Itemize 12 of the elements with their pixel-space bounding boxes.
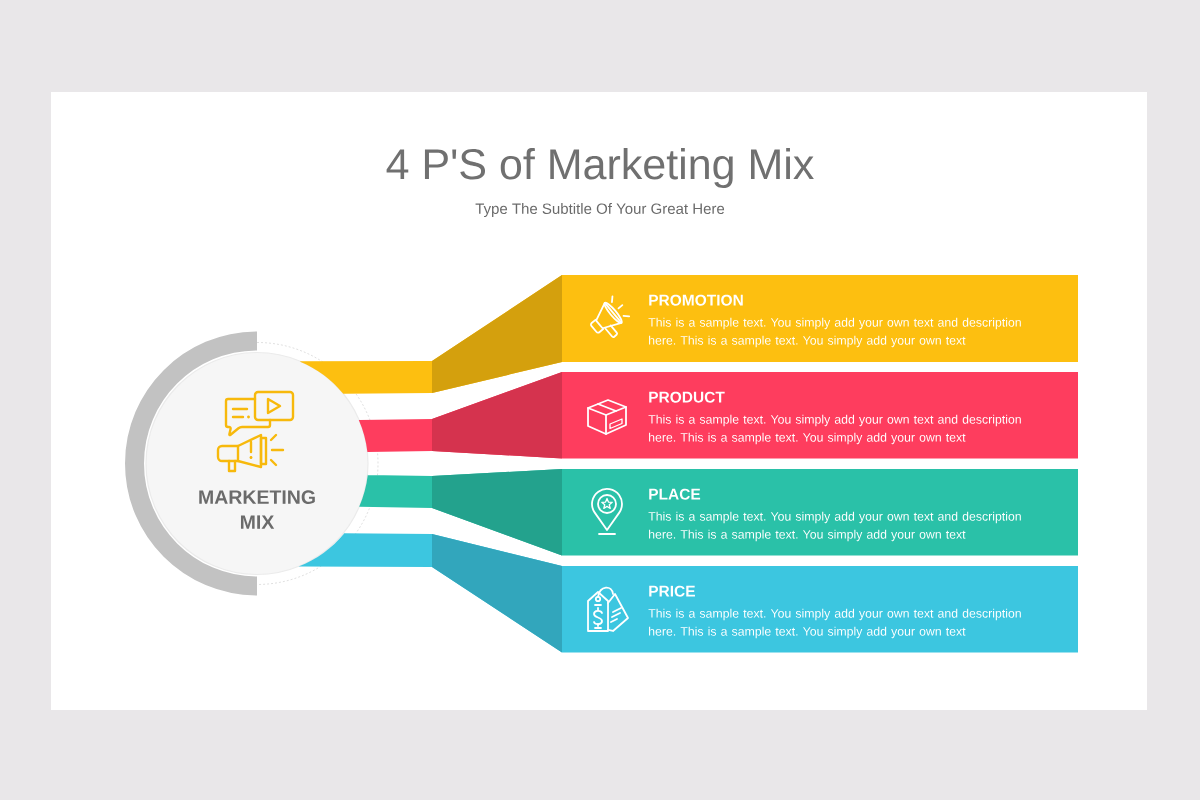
ribbon-connector [298, 533, 562, 653]
subtitle: Type The Subtitle Of Your Great Here [475, 203, 725, 217]
band-heading: PRODUCT [649, 391, 725, 403]
band-heading: PRICE [649, 585, 695, 597]
band-text: This is a sample text. You simply add your own text and description here. This is a sample text. You simply add your own text [648, 608, 1021, 639]
band-text: This is a sample text. You simply add your own text and description here. This is a sample text. You simply add your own text [648, 317, 1021, 348]
band-text: This is a sample text. You simply add your own text and description here. This is a sample text. You simply add your own text [648, 414, 1021, 445]
band-text: This is a sample text. You simply add your own text and description here. This is a sample text. You simply add your own text [648, 511, 1021, 542]
title: 4 P'S of Marketing Mix [386, 147, 814, 189]
circle-label: MARKETING MIX [199, 490, 315, 529]
band-heading: PROMOTION [649, 294, 743, 306]
band-heading: PLACE [649, 488, 701, 500]
